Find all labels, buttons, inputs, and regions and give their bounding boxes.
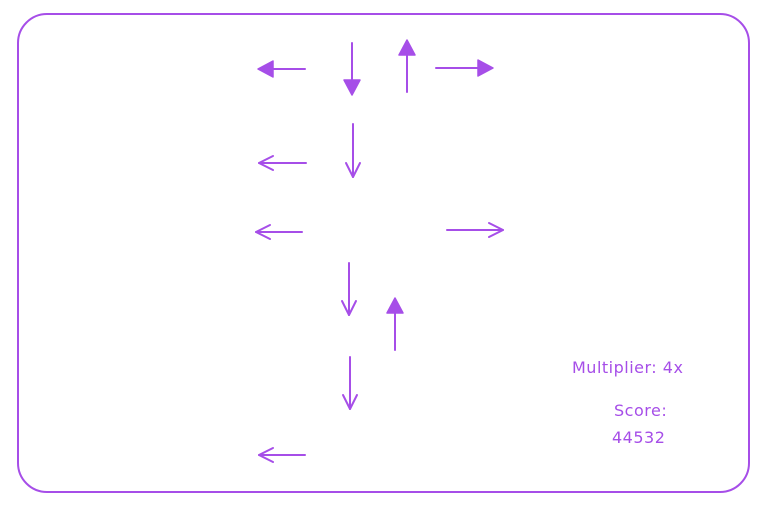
score-value: 44532 [612, 428, 666, 447]
arrow-note-right-icon [435, 59, 494, 77]
arrow-head [258, 155, 274, 171]
arrow-head [345, 162, 361, 178]
arrow-note-down-icon [342, 356, 358, 410]
arrow-head [386, 297, 404, 314]
arrow-head [398, 39, 416, 56]
arrow-note-left-icon [257, 60, 306, 78]
multiplier-text: Multiplier: 4x [572, 358, 684, 377]
arrow-head [343, 79, 361, 96]
arrow-note-left-icon [258, 447, 306, 463]
arrow-head [255, 224, 271, 240]
arrow-head [341, 300, 357, 316]
arrow-note-down-icon [345, 123, 361, 178]
arrow-head [488, 222, 504, 238]
arrow-note-left-icon [258, 155, 307, 171]
arrow-note-down-icon [341, 262, 357, 316]
arrow-note-left-icon [255, 224, 303, 240]
arrow-head [477, 59, 494, 77]
arrow-head [258, 447, 274, 463]
score-label: Score: [614, 401, 668, 420]
arrow-note-down-icon [343, 42, 361, 96]
arrow-note-right-icon [446, 222, 504, 238]
arrow-head [257, 60, 274, 78]
game-board [17, 13, 750, 493]
arrow-note-up-icon [386, 297, 404, 351]
arrow-note-up-icon [398, 39, 416, 93]
arrow-head [342, 394, 358, 410]
